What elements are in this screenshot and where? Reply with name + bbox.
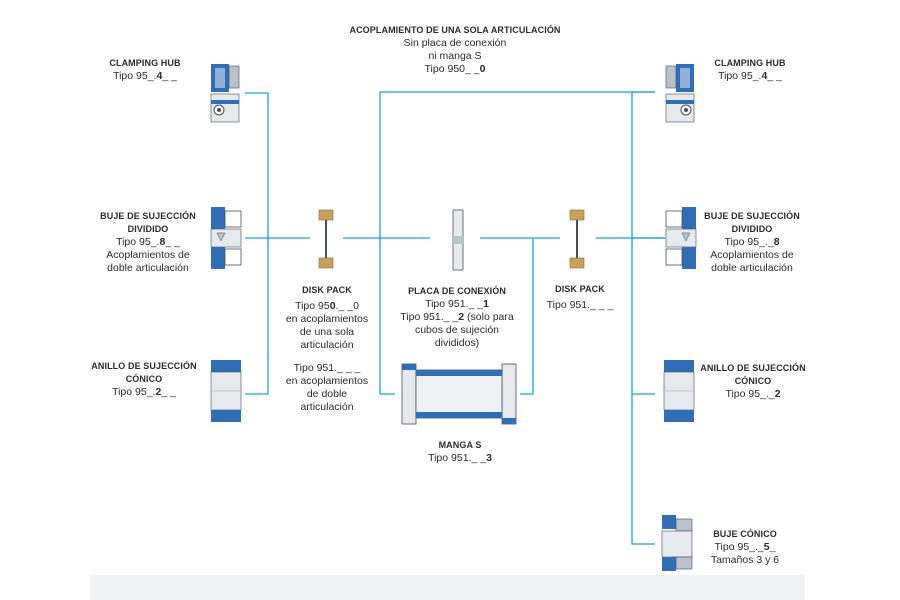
buje-dividido-right-label: BUJE DE SUJECCIÓN DIVIDIDO Tipo 95_._8 A… xyxy=(692,210,812,275)
single-joint-line-1: Sin placa de conexión xyxy=(403,37,507,49)
buje-dividido-right-type: Tipo 95_._8 xyxy=(724,236,780,248)
buje-dividido-right-title-1: BUJE DE SUJECCIÓN xyxy=(704,211,800,221)
manga-s-label: MANGA S Tipo 951._ _3 xyxy=(410,439,510,465)
buje-dividido-left-title-1: BUJE DE SUJECCIÓN xyxy=(100,211,196,221)
single-joint-type: Tipo 950_ _0 xyxy=(424,63,486,75)
anillo-conico-left-title-1: ANILLO DE SUJECCIÓN xyxy=(91,361,197,371)
placa-conexion-title: PLACA DE CONEXIÓN xyxy=(408,286,506,296)
disk-pack-left-line-6: articulación xyxy=(300,401,354,413)
clamping-hub-left-type: Tipo 95_.4_ _ xyxy=(113,70,177,82)
anillo-conico-right-title-1: ANILLO DE SUJECCIÓN xyxy=(700,363,806,373)
manga-left-line xyxy=(379,238,395,395)
clamping-hub-right-title: CLAMPING HUB xyxy=(714,58,786,68)
manga-right-line xyxy=(520,238,534,395)
buje-dividido-left-type: Tipo 95_.8_ _ xyxy=(116,236,180,248)
buje-conico-title: BUJE CÓNICO xyxy=(713,529,777,539)
anillo-conico-right-title-2: CÓNICO xyxy=(734,376,772,386)
placa-conexion-label: PLACA DE CONEXIÓN Tipo 951._ _1 Tipo 951… xyxy=(392,285,522,350)
disk-pack-right-title: DISK PACK xyxy=(555,284,605,294)
buje-dividido-left-label: BUJE DE SUJECCIÓN DIVIDIDO Tipo 95_.8_ _… xyxy=(88,210,208,275)
disk-pack-right-type: Tipo 951._ _ _ xyxy=(546,299,614,311)
anillo-conico-left-type: Tipo 95_.2_ _ xyxy=(112,386,176,398)
disk-pack-right-icon xyxy=(569,209,585,269)
manga-s-type: Tipo 951._ _3 xyxy=(428,452,492,464)
disk-pack-left-line-1: en acoplamientos xyxy=(285,313,369,325)
top-bracket-line xyxy=(379,91,655,238)
clamping-hub-right-icon xyxy=(665,64,695,123)
clamping-hub-right-label: CLAMPING HUB Tipo 95_.4_ _ xyxy=(700,57,800,83)
anillo-conico-right-label: ANILLO DE SUJECCIÓN CÓNICO Tipo 95_._2 xyxy=(693,362,813,401)
buje-conico-type: Tipo 95_._5_ xyxy=(714,541,776,553)
placa-conexion-line-2: divididos) xyxy=(434,337,480,349)
buje-conico-icon xyxy=(661,515,693,571)
placa-conexion-type-2: Tipo 951._ _2 (solo para xyxy=(400,311,514,323)
disk-pack-left-line-3: articulación xyxy=(300,339,354,351)
footer-panel xyxy=(90,575,805,600)
disk-pack-left-icon xyxy=(318,209,334,269)
anillo-conico-right-icon xyxy=(663,360,695,422)
buje-dividido-left-icon xyxy=(210,207,242,269)
disk-pack-left-label: DISK PACK Tipo 950._ _0 en acoplamientos… xyxy=(272,284,382,414)
single-joint-line-2: ni manga S xyxy=(428,50,482,62)
manga-s-icon xyxy=(401,363,517,425)
buje-dividido-right-title-2: DIVIDIDO xyxy=(731,224,773,234)
disk-pack-right-label: DISK PACK Tipo 951._ _ _ xyxy=(535,283,625,312)
disk-pack-left-line-4: en acoplamientos xyxy=(285,375,369,387)
disk-pack-left-title: DISK PACK xyxy=(302,285,352,295)
placa-conexion-line-1: cubos de sujeción xyxy=(414,324,500,336)
disk-pack-left-line-2: de una sola xyxy=(299,326,355,338)
buje-dividido-left-line-1: Acoplamientos de xyxy=(106,249,190,261)
placa-conexion-type-1: Tipo 951._ _1 xyxy=(425,298,489,310)
buje-dividido-right-icon xyxy=(665,207,697,269)
disk-pack-left-type-1: Tipo 950._ _0 xyxy=(295,300,359,312)
clamping-hub-right-type: Tipo 95_.4_ _ xyxy=(718,70,782,82)
right-bus-line xyxy=(631,91,655,545)
clamping-hub-left-label: CLAMPING HUB Tipo 95_.4_ _ xyxy=(95,57,195,83)
clamping-hub-left-title: CLAMPING HUB xyxy=(109,58,181,68)
single-joint-label: ACOPLAMIENTO DE UNA SOLA ARTICULACIÓN Si… xyxy=(335,24,575,76)
buje-dividido-right-line-1: Acoplamientos de xyxy=(710,249,794,261)
disk-pack-left-type-2: Tipo 951._ _ _ xyxy=(293,362,361,374)
clamping-hub-left-icon xyxy=(210,64,240,123)
disk-pack-left-line-5: de doble xyxy=(306,388,348,400)
buje-dividido-left-line-2: doble articulación xyxy=(107,262,189,274)
anillo-conico-left-label: ANILLO DE SUJECCIÓN CÓNICO Tipo 95_.2_ _ xyxy=(84,360,204,399)
single-joint-title: ACOPLAMIENTO DE UNA SOLA ARTICULACIÓN xyxy=(349,25,561,35)
buje-conico-line-1: Tamaños 3 y 6 xyxy=(710,554,780,566)
buje-dividido-right-line-2: doble articulación xyxy=(711,262,793,274)
anillo-conico-right-type: Tipo 95_._2 xyxy=(725,388,781,400)
anillo-conico-left-title-2: CÓNICO xyxy=(125,374,163,384)
buje-dividido-left-title-2: DIVIDIDO xyxy=(127,224,169,234)
anillo-conico-left-icon xyxy=(210,360,242,422)
placa-conexion-icon xyxy=(452,209,464,271)
left-bus-line xyxy=(245,92,269,395)
manga-s-title: MANGA S xyxy=(438,440,482,450)
buje-conico-label: BUJE CÓNICO Tipo 95_._5_ Tamaños 3 y 6 xyxy=(700,528,790,567)
